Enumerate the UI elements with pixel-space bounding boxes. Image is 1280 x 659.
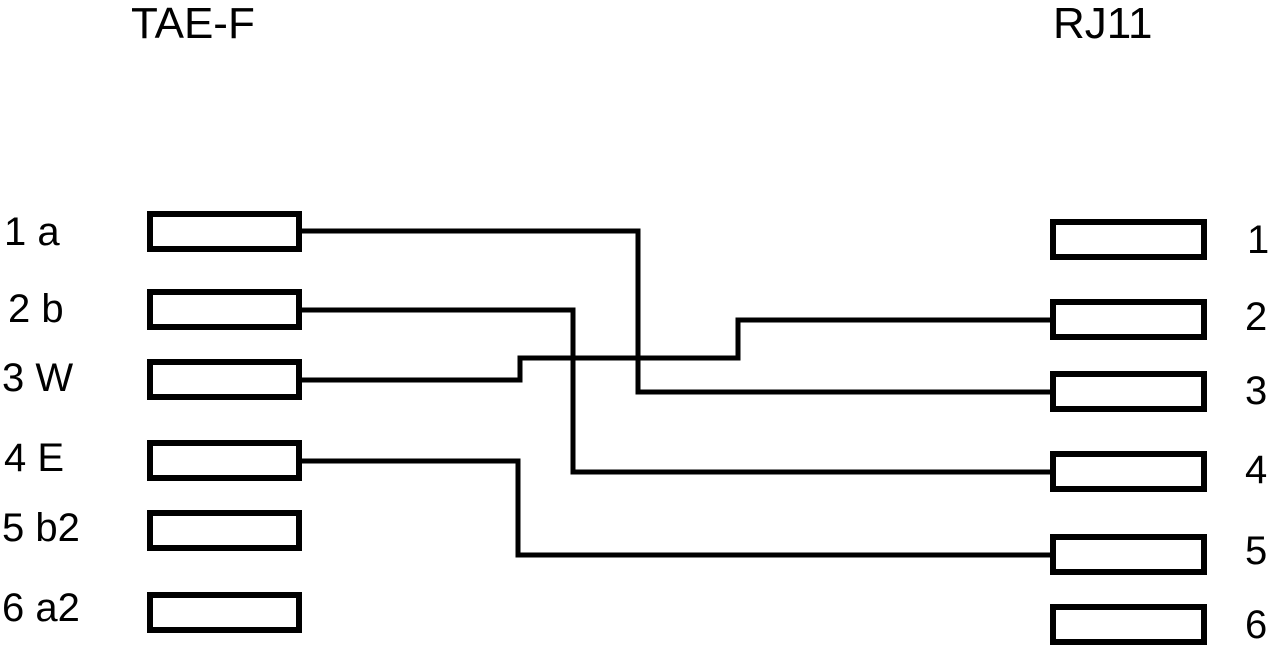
left-pin-label-2: 2 b xyxy=(8,287,64,331)
right-pin-label-5: 5 xyxy=(1245,529,1268,573)
left-connector-title: TAE-F xyxy=(131,0,255,48)
right-connector-pin-box-6[interactable] xyxy=(1050,604,1207,645)
right-connector-pin-box-4[interactable] xyxy=(1050,451,1207,492)
right-connector-pin-box-1[interactable] xyxy=(1050,219,1207,260)
right-pin-label-1: 1 xyxy=(1247,218,1270,262)
left-connector-pin-box-4[interactable] xyxy=(147,440,302,481)
right-connector-pin-box-5[interactable] xyxy=(1050,534,1207,575)
left-connector-pin-box-5[interactable] xyxy=(147,510,302,551)
left-pin-label-5: 5 b2 xyxy=(2,506,80,550)
wire-tae1-to-rj3 xyxy=(299,228,1053,395)
left-pin-label-6: 6 a2 xyxy=(2,586,80,630)
left-connector-pin-box-2[interactable] xyxy=(147,289,302,330)
left-connector-pin-box-6[interactable] xyxy=(147,592,302,633)
wire-tae3-to-rj2 xyxy=(299,317,1053,383)
left-pin-label-4: 4 E xyxy=(4,436,65,480)
wire-tae2-to-rj4 xyxy=(299,307,1053,475)
left-pin-label-3: 3 W xyxy=(2,356,74,400)
left-connector-pin-box-1[interactable] xyxy=(147,211,302,252)
right-connector-pin-box-2[interactable] xyxy=(1050,299,1207,340)
right-pin-label-6: 6 xyxy=(1245,603,1268,647)
right-pin-label-4: 4 xyxy=(1245,448,1268,492)
left-connector-pin-box-3[interactable] xyxy=(147,359,302,400)
right-pin-label-2: 2 xyxy=(1245,295,1268,339)
right-pin-label-3: 3 xyxy=(1245,369,1268,413)
right-connector-title: RJ11 xyxy=(1053,0,1153,48)
left-pin-label-1: 1 a xyxy=(4,210,60,254)
right-connector-pin-box-3[interactable] xyxy=(1050,371,1207,412)
wire-tae4-to-rj5 xyxy=(299,458,1053,558)
